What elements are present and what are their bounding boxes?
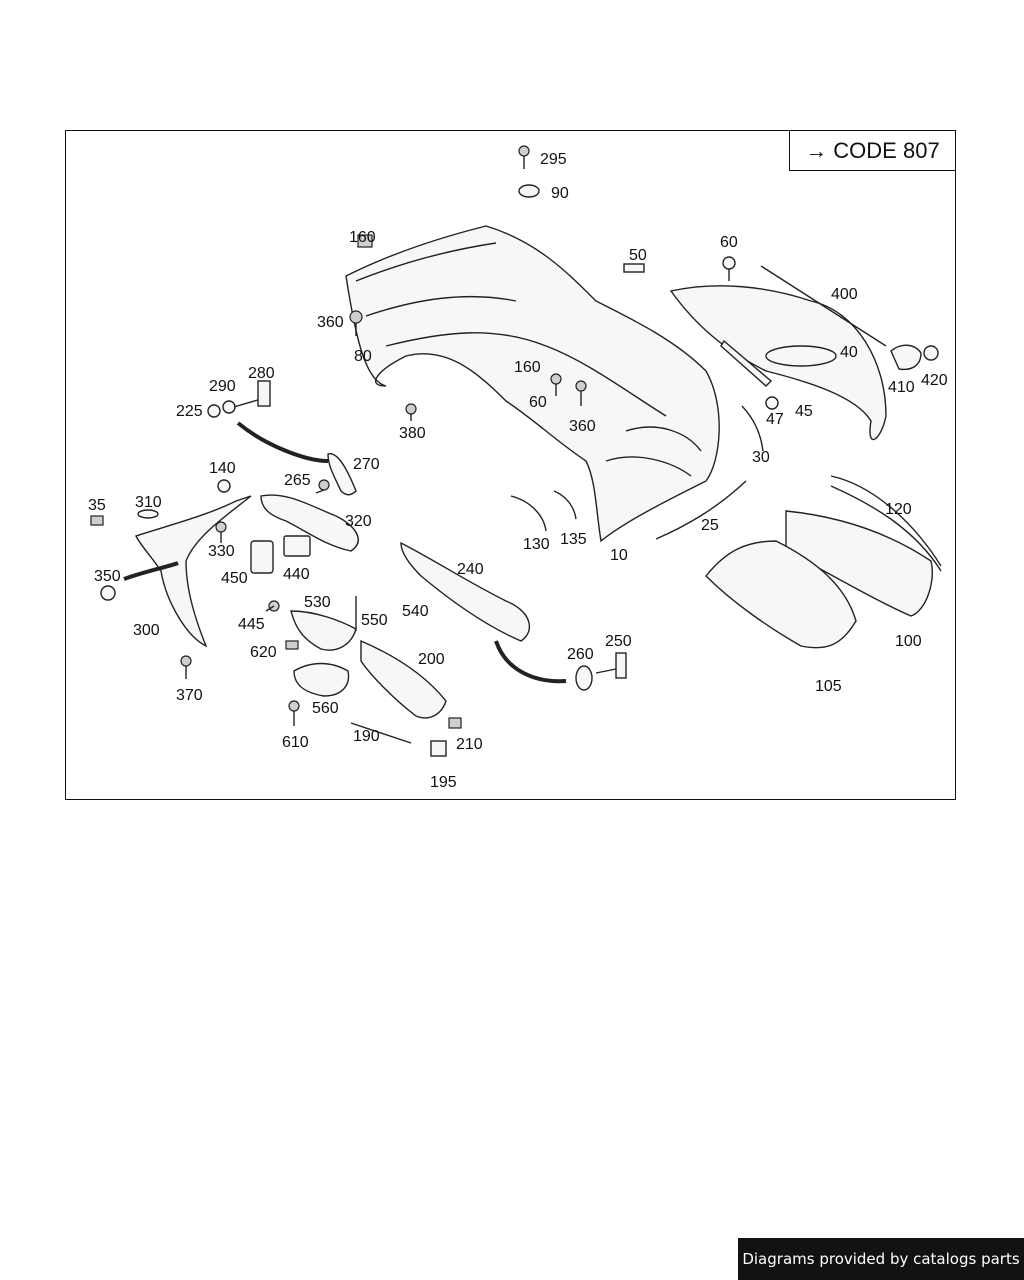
callout-160-b: 160 [514, 359, 541, 376]
reinforcement-bar [400, 541, 531, 642]
callout-30: 30 [752, 449, 770, 466]
callout-210: 210 [456, 736, 483, 753]
callout-40: 40 [840, 344, 858, 361]
callout-10: 10 [610, 547, 628, 564]
bracket-270 [327, 453, 357, 496]
callout-330: 330 [208, 543, 235, 560]
callout-130: 130 [523, 536, 550, 553]
lower-carrier [705, 540, 857, 649]
callout-160: 160 [349, 229, 376, 246]
callout-140: 140 [209, 460, 236, 477]
arrow-260-to-240 [494, 640, 567, 684]
lower-diffuser [785, 475, 942, 617]
arrow-350-to-300 [123, 561, 179, 581]
callout-60-b: 60 [529, 394, 547, 411]
callout-360: 360 [317, 314, 344, 331]
callout-530: 530 [304, 594, 331, 611]
callout-25: 25 [701, 517, 719, 534]
trim-arc-135 [553, 490, 577, 520]
callout-295: 295 [540, 151, 567, 168]
callout-290: 290 [209, 378, 236, 395]
callout-225: 225 [176, 403, 203, 420]
callout-540: 540 [402, 603, 429, 620]
callout-47: 47 [766, 411, 784, 428]
callout-320: 320 [345, 513, 372, 530]
callout-410: 410 [888, 379, 915, 396]
arrow-280-to-270 [236, 421, 329, 463]
callout-240: 240 [457, 561, 484, 578]
callout-610: 610 [282, 734, 309, 751]
option-code-box: → CODE 807 [789, 131, 955, 171]
callout-270: 270 [353, 456, 380, 473]
callout-45: 45 [795, 403, 813, 420]
callout-445: 445 [238, 616, 265, 633]
callout-105: 105 [815, 678, 842, 695]
lower-grille [360, 639, 447, 719]
sensor-module-450 [250, 540, 274, 574]
callout-195: 195 [430, 774, 457, 791]
impact-absorber [260, 494, 359, 552]
housing-560 [293, 662, 350, 697]
callout-550: 550 [361, 612, 388, 629]
callout-380: 380 [399, 425, 426, 442]
callout-60: 60 [720, 234, 738, 251]
rear-bumper-cover [345, 225, 720, 543]
option-code-label: CODE 807 [833, 137, 940, 163]
callout-420: 420 [921, 372, 948, 389]
callout-620: 620 [250, 644, 277, 661]
callout-250: 250 [605, 633, 632, 650]
right-arrow-icon: → [805, 137, 828, 163]
footer-credit-text: Diagrams provided by catalogs parts [742, 1250, 1020, 1268]
callout-310: 310 [135, 494, 162, 511]
callout-260: 260 [567, 646, 594, 663]
callout-450: 450 [221, 570, 248, 587]
callout-265: 265 [284, 472, 311, 489]
trim-strip-25 [655, 480, 747, 540]
callout-80: 80 [354, 348, 372, 365]
callout-440: 440 [283, 566, 310, 583]
callout-370: 370 [176, 687, 203, 704]
callout-90: 90 [551, 185, 569, 202]
fasteners [90, 145, 939, 757]
callout-50: 50 [629, 247, 647, 264]
callout-35: 35 [88, 497, 106, 514]
exploded-parts-diagram: 295 90 160 50 60 400 360 80 160 40 410 4… [88, 145, 948, 791]
sensor-module-440 [283, 535, 311, 557]
callout-560: 560 [312, 700, 339, 717]
callout-360-b: 360 [569, 418, 596, 435]
callout-350: 350 [94, 568, 121, 585]
bracket-530 [290, 610, 357, 651]
callout-120: 120 [885, 501, 912, 518]
trim-arc-130 [510, 495, 547, 532]
side-bracket-left [135, 495, 252, 648]
parts-diagram-frame: 295 90 160 50 60 400 360 80 160 40 410 4… [65, 130, 956, 800]
callout-135: 135 [560, 531, 587, 548]
callout-200: 200 [418, 651, 445, 668]
diffuser-trim [669, 265, 887, 441]
callout-190: 190 [353, 728, 380, 745]
callout-100: 100 [895, 633, 922, 650]
trim-strip-120 [830, 485, 942, 572]
callout-280: 280 [248, 365, 275, 382]
footer-credit: Diagrams provided by catalogs parts [738, 1238, 1024, 1280]
callout-400: 400 [831, 286, 858, 303]
callout-300: 300 [133, 622, 160, 639]
